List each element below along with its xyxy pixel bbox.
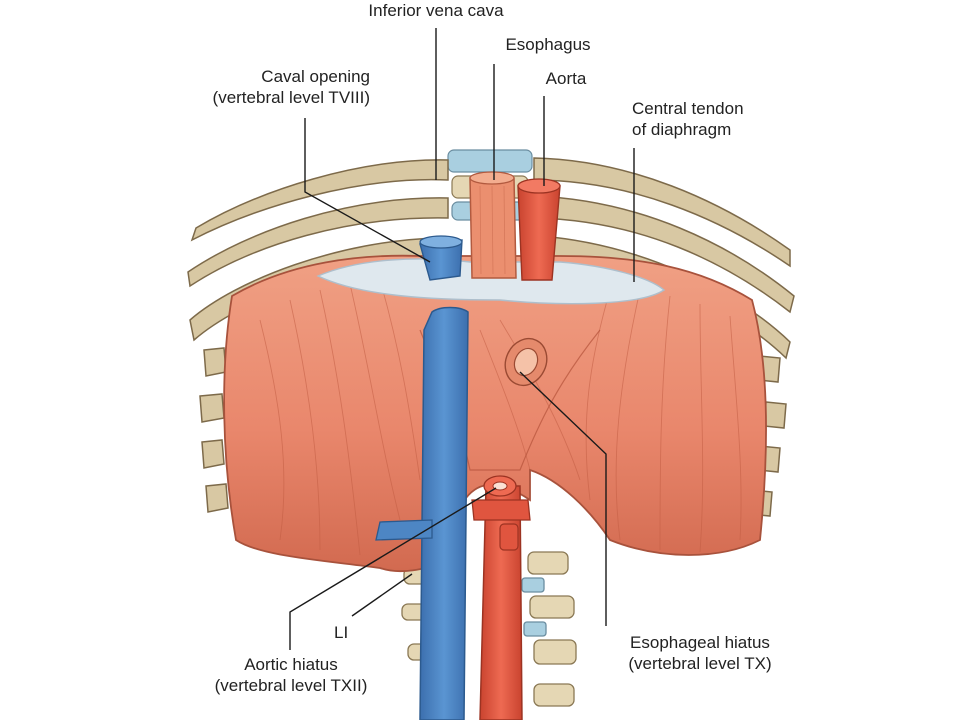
label-caval-opening-line1: Caval opening [150, 66, 370, 87]
label-aorta: Aorta [536, 68, 596, 89]
label-esophageal-hiatus-line1: Esophageal hiatus [580, 632, 820, 653]
label-esophagus: Esophagus [488, 34, 608, 55]
label-caval-opening: Caval opening (vertebral level TVIII) [150, 66, 370, 108]
label-esophageal-hiatus: Esophageal hiatus (vertebral level TX) [580, 632, 820, 674]
aorta-upper [518, 179, 560, 280]
label-esophageal-hiatus-line2: (vertebral level TX) [580, 653, 820, 674]
label-aortic-hiatus: Aortic hiatus (vertebral level TXII) [176, 654, 406, 696]
label-aortic-hiatus-line2: (vertebral level TXII) [176, 675, 406, 696]
label-central-tendon-line1: Central tendon [632, 98, 832, 119]
esophagus-tube [470, 172, 516, 278]
label-inferior-vena-cava: Inferior vena cava [336, 0, 536, 21]
label-aortic-hiatus-line1: Aortic hiatus [176, 654, 406, 675]
label-l1: LI [334, 622, 374, 643]
aorta-lower [472, 476, 530, 720]
label-central-tendon-line2: of diaphragm [632, 119, 832, 140]
label-central-tendon: Central tendon of diaphragm [632, 98, 832, 140]
label-caval-opening-line2: (vertebral level TVIII) [150, 87, 370, 108]
